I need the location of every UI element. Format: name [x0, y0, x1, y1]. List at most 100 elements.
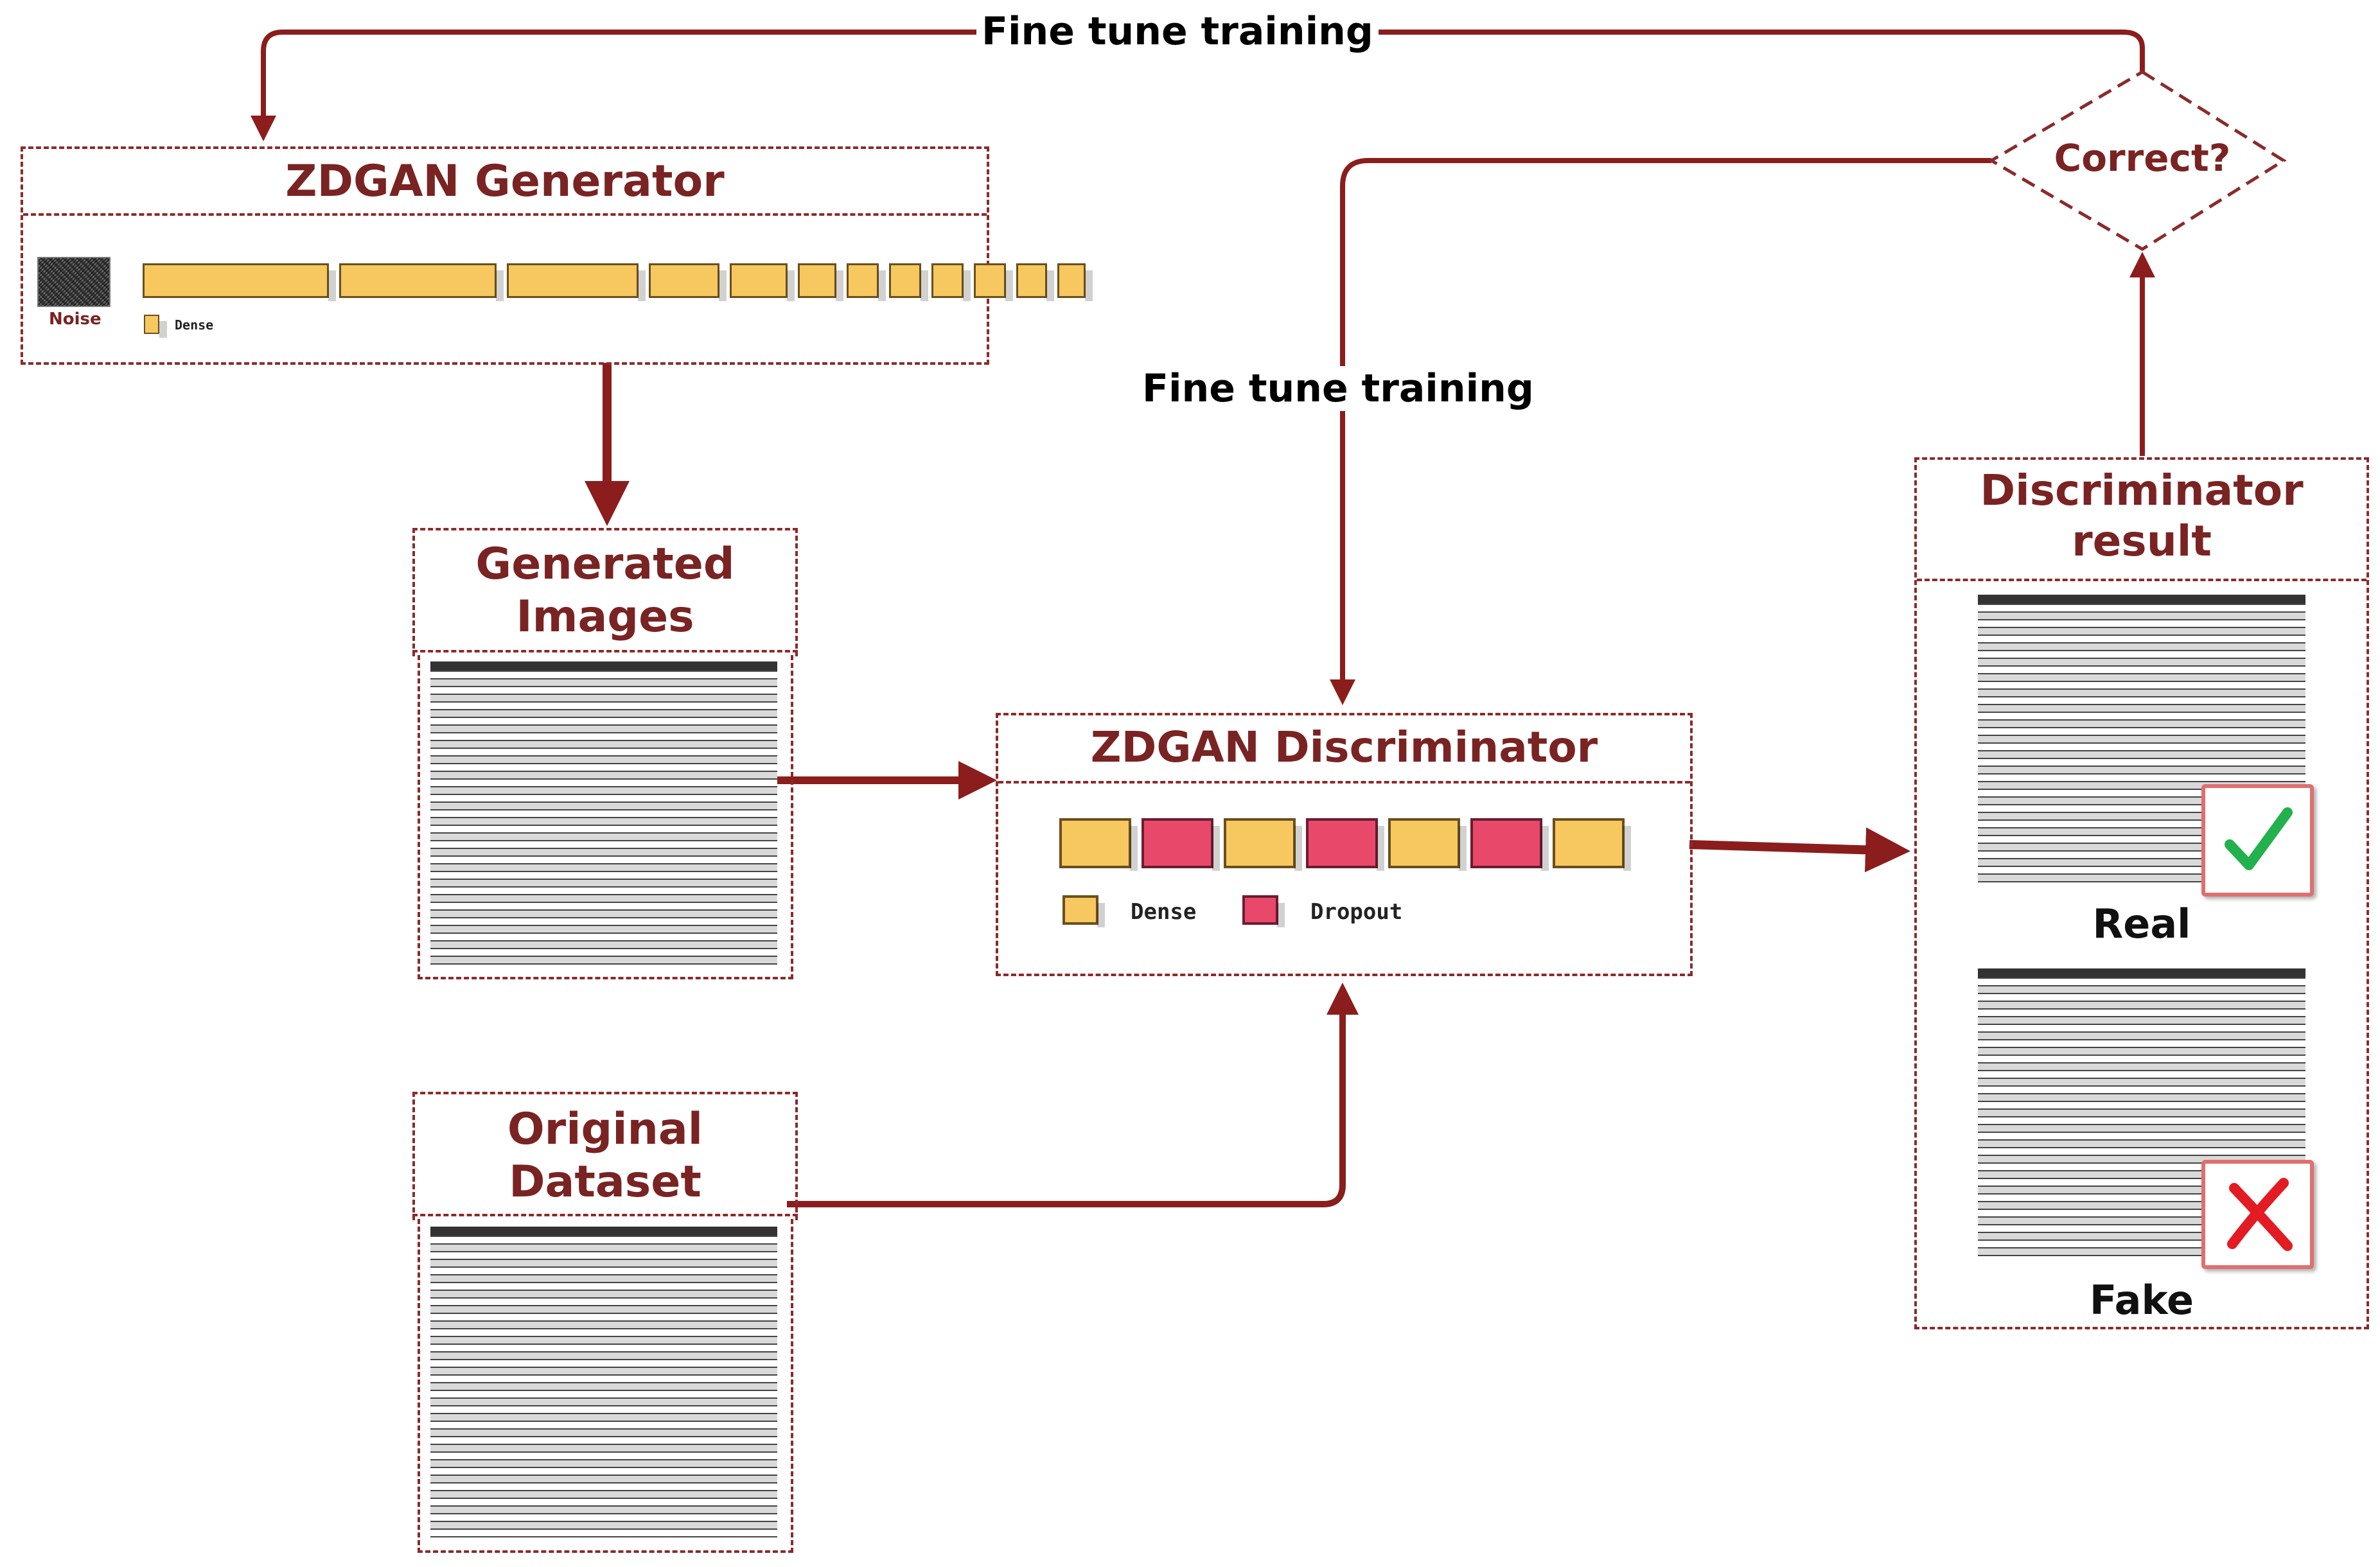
table-row — [1978, 1195, 2305, 1202]
discriminator-legend-dropout-label: Dropout — [1310, 899, 1403, 925]
table-row — [430, 957, 777, 965]
generated-images-title: Generated Images — [475, 539, 735, 642]
table-row — [430, 872, 777, 880]
discriminator-result-divider — [1917, 579, 2367, 581]
table-row — [430, 1291, 777, 1299]
table-row — [430, 880, 777, 888]
table-row — [430, 1306, 777, 1314]
arrow-original-to-discriminator — [787, 983, 1359, 1207]
generator-legend-dense-cube — [144, 315, 167, 338]
generated-images-panel: Generated Images — [412, 528, 798, 656]
table-row — [1978, 1025, 2305, 1033]
table-row — [430, 1468, 777, 1476]
real-mark — [2201, 784, 2314, 897]
table-row — [430, 1422, 777, 1430]
discriminator-dropout-layer — [1470, 818, 1549, 871]
table-row — [1978, 697, 2305, 705]
original-dataset-title: Original Dataset — [507, 1104, 703, 1207]
generator-dense-layer — [507, 263, 646, 301]
table-row — [1978, 767, 2305, 775]
table-row — [430, 1368, 777, 1376]
table-row — [1978, 821, 2305, 828]
table-row — [1978, 651, 2305, 659]
table-row — [1978, 1110, 2305, 1117]
table-row — [430, 1406, 777, 1414]
table-row — [430, 1376, 777, 1383]
table-row — [1978, 1125, 2305, 1133]
table-row — [430, 1476, 777, 1484]
original-dataset-table-frame — [418, 1219, 793, 1553]
generator-dense-layer — [339, 263, 504, 301]
checkmark-icon — [2225, 807, 2293, 870]
table-row — [430, 1491, 777, 1499]
table-row — [1978, 728, 2305, 736]
table-row — [1978, 852, 2305, 859]
table-row — [430, 687, 777, 695]
table-row — [430, 926, 777, 934]
table-row — [1978, 659, 2305, 667]
table-row — [430, 1268, 777, 1275]
table-row — [430, 741, 777, 749]
generator-title: ZDGAN Generator — [285, 156, 725, 207]
table-row — [1978, 628, 2305, 636]
table-row — [430, 695, 777, 703]
table-row — [430, 826, 777, 834]
table-row — [1978, 1179, 2305, 1187]
table-row — [1978, 1071, 2305, 1079]
discriminator-dropout-layer — [1306, 818, 1384, 871]
table-row — [430, 1353, 777, 1360]
table-row — [1978, 1056, 2305, 1064]
table-row — [430, 718, 777, 726]
discriminator-result-panel: Discriminator result Real Fake — [1914, 457, 2369, 1329]
generator-layer-stack — [143, 258, 1093, 301]
table-row — [430, 1430, 777, 1437]
table-row — [1978, 713, 2305, 721]
table-row — [1978, 690, 2305, 697]
discriminator-dense-layer — [1553, 818, 1631, 871]
table-row — [430, 1227, 777, 1237]
table-row — [1978, 1133, 2305, 1141]
loop-arrow-middle — [1330, 158, 1991, 705]
table-row — [430, 1453, 777, 1460]
fake-label: Fake — [2089, 1277, 2194, 1324]
generator-panel: ZDGAN Generator Noise Dense — [21, 146, 1093, 365]
table-row — [1978, 805, 2305, 813]
table-row — [430, 1260, 777, 1268]
decision-label: Correct? — [2054, 136, 2231, 180]
table-row — [1978, 1164, 2305, 1171]
discriminator-dense-layer — [1059, 818, 1138, 871]
table-row — [430, 733, 777, 741]
generator-legend-dense-label: Dense — [175, 317, 214, 333]
real-label: Real — [2092, 900, 2191, 947]
fake-mark — [2201, 1160, 2314, 1269]
table-row — [430, 834, 777, 841]
table-row — [1978, 759, 2305, 767]
table-row — [430, 1360, 777, 1368]
table-row — [430, 795, 777, 803]
table-row — [1978, 775, 2305, 782]
table-row — [430, 849, 777, 857]
table-row — [430, 726, 777, 733]
generated-images-divider — [412, 650, 798, 652]
original-dataset-panel: Original Dataset — [412, 1092, 798, 1220]
table-row — [1978, 636, 2305, 643]
table-row — [430, 1322, 777, 1329]
table-row — [1978, 1079, 2305, 1087]
table-row — [1978, 1148, 2305, 1156]
table-row — [430, 818, 777, 826]
table-row — [430, 1314, 777, 1322]
generator-dense-layer — [143, 263, 336, 301]
table-row — [1978, 736, 2305, 744]
discriminator-layer-stack — [1059, 818, 1631, 871]
table-row — [430, 1530, 777, 1537]
table-row — [430, 1391, 777, 1399]
table-row — [1978, 986, 2305, 994]
table-row — [430, 918, 777, 926]
table-row — [430, 1437, 777, 1445]
table-row — [430, 1445, 777, 1453]
table-row — [1978, 1141, 2305, 1148]
discriminator-title: ZDGAN Discriminator — [1090, 722, 1598, 772]
table-row — [430, 911, 777, 918]
table-row — [1978, 751, 2305, 759]
